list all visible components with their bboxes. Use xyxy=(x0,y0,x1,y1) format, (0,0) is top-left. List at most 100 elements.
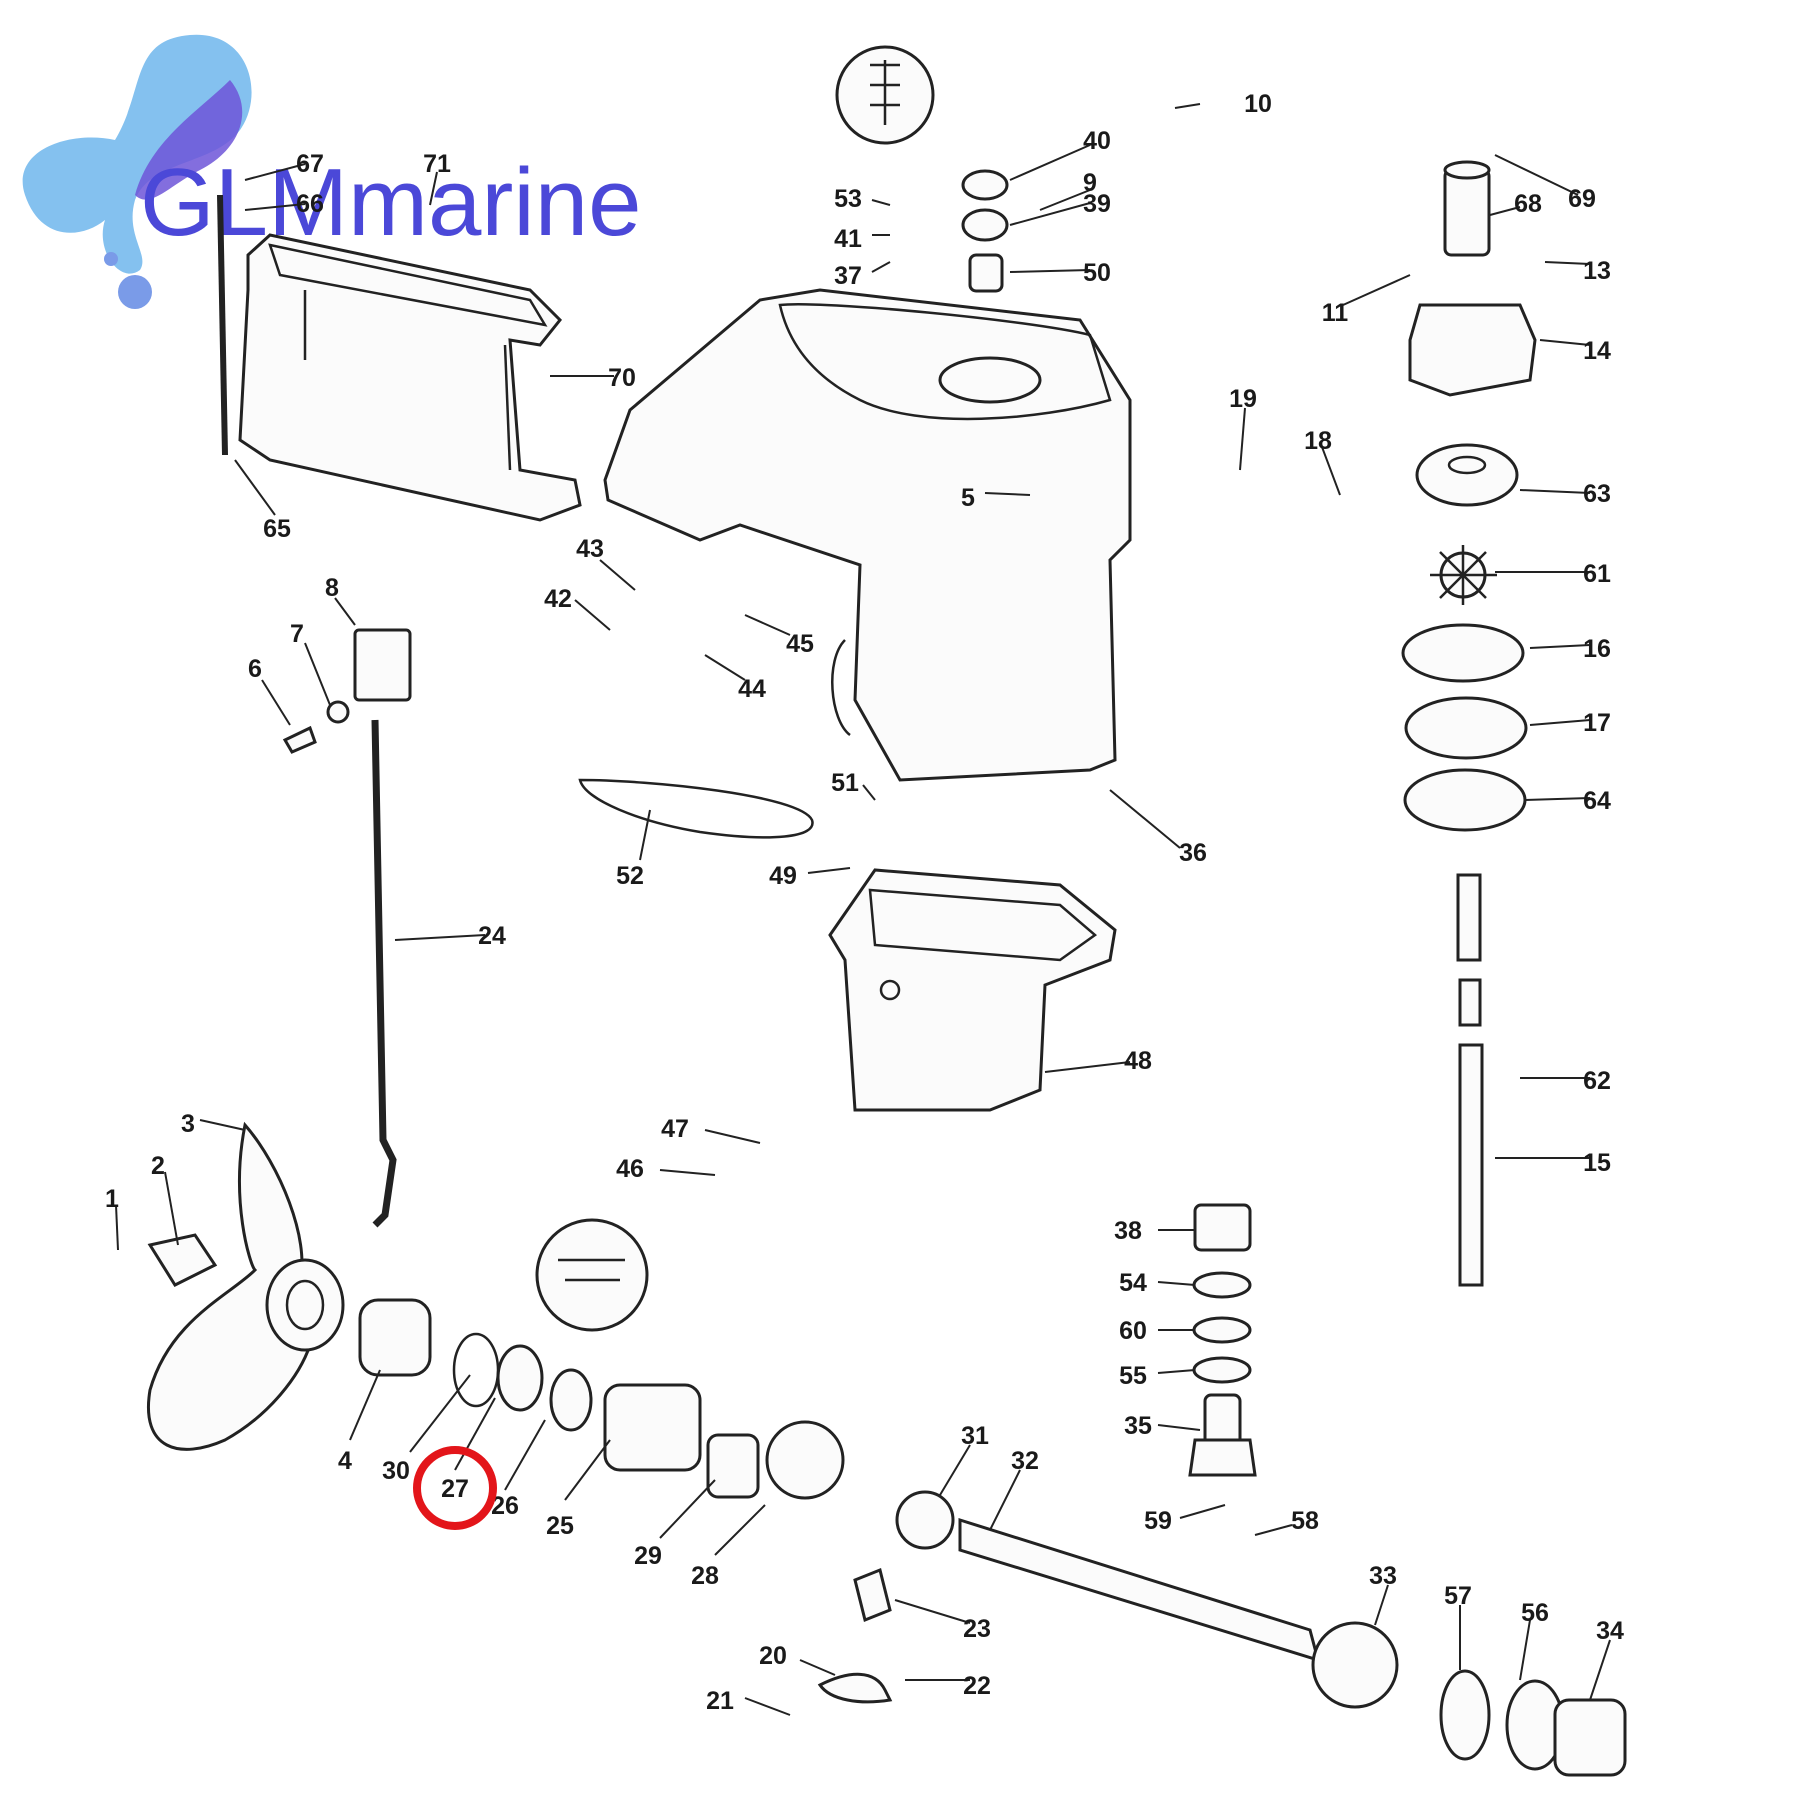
callout-35: 35 xyxy=(1124,1412,1152,1440)
leader-line-19 xyxy=(1239,407,1246,471)
leader-line-45 xyxy=(744,614,791,636)
leader-line-44 xyxy=(704,654,746,681)
leader-line-36 xyxy=(1109,789,1181,849)
leader-line-32 xyxy=(989,1469,1021,1531)
leader-line-58 xyxy=(1254,1524,1293,1536)
leader-line-71 xyxy=(429,171,438,206)
leader-line-54 xyxy=(1157,1281,1196,1286)
leader-line-10 xyxy=(1174,103,1201,109)
leader-line-3 xyxy=(199,1119,246,1131)
leader-line-28 xyxy=(714,1504,766,1556)
exhaust-adapter-housing xyxy=(217,194,582,522)
leader-line-63 xyxy=(1519,489,1591,494)
callout-38: 38 xyxy=(1114,1217,1142,1245)
callout-63: 63 xyxy=(1583,480,1611,508)
leader-line-39 xyxy=(1009,202,1091,226)
leader-line-20 xyxy=(799,1659,836,1676)
callout-33: 33 xyxy=(1369,1562,1397,1590)
callout-23: 23 xyxy=(963,1615,991,1643)
callout-20: 20 xyxy=(759,1642,787,1670)
leader-line-40 xyxy=(1009,144,1091,181)
callout-37: 37 xyxy=(834,262,862,290)
callout-5: 5 xyxy=(961,484,975,512)
leader-line-11 xyxy=(1342,274,1411,306)
callout-32: 32 xyxy=(1011,1447,1039,1475)
callout-59: 59 xyxy=(1144,1507,1172,1535)
highlight-ring xyxy=(413,1446,497,1530)
leader-line-49 xyxy=(807,867,851,874)
leader-line-14 xyxy=(1539,339,1591,346)
leader-line-16 xyxy=(1529,644,1591,649)
callout-39: 39 xyxy=(1083,190,1111,218)
callout-19: 19 xyxy=(1229,385,1257,413)
leader-line-51 xyxy=(862,784,876,801)
callout-1: 1 xyxy=(105,1185,119,1213)
callout-68: 68 xyxy=(1514,190,1542,218)
callout-15: 15 xyxy=(1583,1149,1611,1177)
callout-55: 55 xyxy=(1119,1362,1147,1390)
callout-47: 47 xyxy=(661,1115,689,1143)
callout-14: 14 xyxy=(1583,337,1611,365)
leader-line-37 xyxy=(871,261,891,273)
callout-29: 29 xyxy=(634,1542,662,1570)
callout-44: 44 xyxy=(738,675,766,703)
callout-11: 11 xyxy=(1322,299,1349,327)
callout-71: 71 xyxy=(423,150,451,178)
callout-45: 45 xyxy=(786,630,814,658)
callout-36: 36 xyxy=(1179,839,1207,867)
leader-line-65 xyxy=(234,459,276,516)
leader-line-8 xyxy=(334,597,356,626)
callout-48: 48 xyxy=(1124,1047,1152,1075)
leader-line-13 xyxy=(1544,261,1591,265)
leader-line-1 xyxy=(115,1204,119,1251)
gasket-52 xyxy=(578,778,814,839)
gearcase-housing-upper xyxy=(603,288,1132,782)
gearcase-housing-lower xyxy=(828,868,1117,1112)
leader-line-52 xyxy=(639,809,651,861)
callout-62: 62 xyxy=(1583,1067,1611,1095)
leader-line-5 xyxy=(984,492,1031,496)
leader-line-69 xyxy=(1494,154,1579,196)
leader-lines xyxy=(115,103,1611,1716)
leader-line-64 xyxy=(1524,797,1591,801)
callout-43: 43 xyxy=(576,535,604,563)
callout-17: 17 xyxy=(1583,709,1611,737)
callout-64: 64 xyxy=(1583,787,1611,815)
callout-25: 25 xyxy=(546,1512,574,1540)
leader-line-34 xyxy=(1589,1639,1611,1701)
callout-22: 22 xyxy=(963,1672,991,1700)
leader-line-53 xyxy=(871,199,891,206)
brand-name: GLMmarine xyxy=(140,149,641,256)
leader-line-31 xyxy=(939,1444,971,1496)
leader-line-46 xyxy=(659,1169,716,1176)
callout-58: 58 xyxy=(1291,1507,1319,1535)
pinion-gear-stack xyxy=(1188,1203,1257,1477)
seal-detail-top xyxy=(835,45,1009,293)
leader-line-7 xyxy=(304,642,331,706)
callout-24: 24 xyxy=(478,922,506,950)
leader-line-29 xyxy=(659,1479,716,1539)
callout-53: 53 xyxy=(834,185,862,213)
callout-21: 21 xyxy=(706,1687,734,1715)
callout-42: 42 xyxy=(544,585,572,613)
leader-line-4 xyxy=(349,1369,381,1441)
water-pump-assembly xyxy=(1401,160,1537,1287)
callout-27: 27 xyxy=(441,1475,469,1503)
leader-line-27 xyxy=(454,1397,496,1471)
leader-line-59 xyxy=(1179,1504,1226,1519)
callout-69: 69 xyxy=(1568,185,1596,213)
leader-line-55 xyxy=(1157,1369,1196,1374)
leader-line-68 xyxy=(1489,206,1521,216)
callout-7: 7 xyxy=(290,620,304,648)
callout-2: 2 xyxy=(151,1152,165,1180)
callout-41: 41 xyxy=(834,225,862,253)
callout-18: 18 xyxy=(1304,427,1332,455)
leader-line-24 xyxy=(394,934,486,941)
callout-8: 8 xyxy=(325,574,339,602)
leader-line-2 xyxy=(164,1171,179,1246)
callout-10: 10 xyxy=(1244,90,1272,118)
leader-line-26 xyxy=(504,1419,546,1491)
callout-13: 13 xyxy=(1583,257,1611,285)
callout-60: 60 xyxy=(1119,1317,1147,1345)
